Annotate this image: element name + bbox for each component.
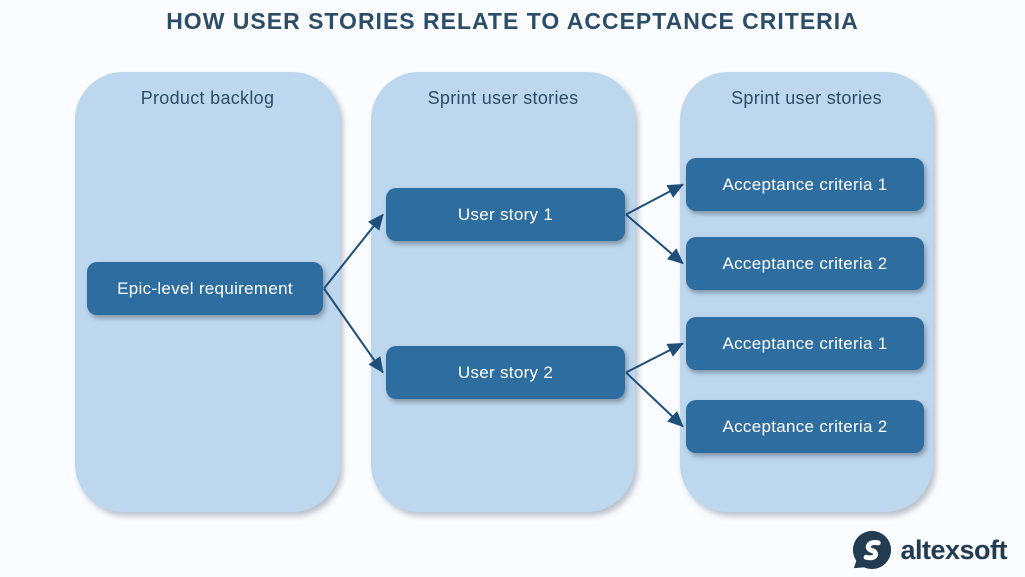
node-acceptance-criteria-2b: Acceptance criteria 2 xyxy=(686,400,924,453)
altexsoft-bubble-icon xyxy=(853,530,892,570)
node-acceptance-criteria-1a: Acceptance criteria 1 xyxy=(686,158,924,211)
node-user-story-1: User story 1 xyxy=(386,188,625,241)
node-user-story-2: User story 2 xyxy=(386,346,625,399)
brand-name: altexsoft xyxy=(900,534,1007,565)
column-sprint-user-stories: Sprint user stories xyxy=(371,72,635,512)
column-header: Sprint user stories xyxy=(731,88,882,108)
brand-logo: altexsoft xyxy=(851,529,1007,571)
column-header: Product backlog xyxy=(140,88,275,108)
column-header: Sprint user stories xyxy=(427,88,579,108)
node-epic-level-requirement: Epic-level requirement xyxy=(87,262,323,315)
page-title: HOW USER STORIES RELATE TO ACCEPTANCE CR… xyxy=(166,8,859,34)
node-acceptance-criteria-2a: Acceptance criteria 2 xyxy=(686,237,924,290)
node-acceptance-criteria-1b: Acceptance criteria 1 xyxy=(686,317,924,370)
